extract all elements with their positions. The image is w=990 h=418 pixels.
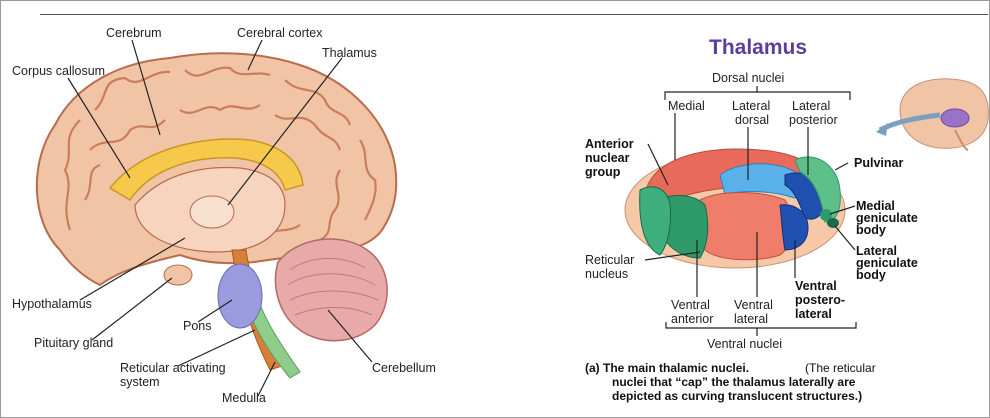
label-pulvinar: Pulvinar xyxy=(854,156,903,170)
label-ventral-postero-2: postero- xyxy=(795,293,845,307)
label-reticular-system: system xyxy=(120,375,160,389)
label-dorsal-nuclei: Dorsal nuclei xyxy=(712,71,784,85)
label-ventral-lateral-1: Ventral xyxy=(734,298,773,312)
label-medial: Medial xyxy=(668,99,705,113)
cerebellum-shape xyxy=(275,239,387,341)
thalamus-title: Thalamus xyxy=(709,36,807,59)
label-lateral-posterior-2: posterior xyxy=(789,113,838,127)
caption-line-1: (The reticular xyxy=(805,361,876,375)
label-ventral-lateral-2: lateral xyxy=(734,312,768,326)
label-pituitary-gland: Pituitary gland xyxy=(34,336,113,350)
label-anterior-3: group xyxy=(585,165,621,179)
label-lateral-dorsal-1: Lateral xyxy=(732,99,770,113)
inset-brain-illustration xyxy=(900,79,988,150)
label-corpus-callosum: Corpus callosum xyxy=(12,64,105,78)
thalamus-nuclei-illustration xyxy=(625,149,845,268)
label-reticular-1: Reticular xyxy=(585,253,634,267)
label-ventral-nuclei: Ventral nuclei xyxy=(707,337,782,351)
caption-bold: (a) The main thalamic nuclei. xyxy=(585,361,749,375)
brain-sagittal-illustration xyxy=(37,53,396,378)
pituitary-shape xyxy=(164,265,192,285)
label-cerebral-cortex: Cerebral cortex xyxy=(237,26,323,40)
ventral-lateral-shape xyxy=(697,193,792,260)
label-thalamus: Thalamus xyxy=(322,46,377,60)
label-ventral-postero-1: Ventral xyxy=(795,279,837,293)
lateral-geniculate-shape xyxy=(827,218,839,228)
thalamus-shape xyxy=(190,196,234,228)
label-reticular-activating: Reticular activating xyxy=(120,361,226,375)
label-lateral-gen-3: body xyxy=(856,268,886,282)
dorsal-bracket: Dorsal nuclei xyxy=(665,71,850,100)
label-hypothalamus: Hypothalamus xyxy=(12,297,92,311)
label-reticular-2: nucleus xyxy=(585,267,628,281)
pons-shape xyxy=(218,264,262,328)
label-cerebellum: Cerebellum xyxy=(372,361,436,375)
label-medial-gen-3: body xyxy=(856,223,886,237)
label-lateral-posterior-1: Lateral xyxy=(792,99,830,113)
label-lateral-dorsal-2: dorsal xyxy=(735,113,769,127)
label-ventral-anterior-2: anterior xyxy=(671,312,713,326)
label-pons: Pons xyxy=(183,319,212,333)
anterior-group-shape xyxy=(640,187,671,255)
label-anterior-2: nuclear xyxy=(585,151,630,165)
caption-line-3: depicted as curving translucent structur… xyxy=(612,389,862,403)
label-medulla: Medulla xyxy=(222,391,266,405)
label-cerebrum: Cerebrum xyxy=(106,26,162,40)
caption-line-2: nuclei that “cap” the thalamus laterally… xyxy=(612,375,856,389)
label-anterior-1: Anterior xyxy=(585,137,634,151)
label-ventral-anterior-1: Ventral xyxy=(671,298,710,312)
label-ventral-postero-3: lateral xyxy=(795,307,832,321)
